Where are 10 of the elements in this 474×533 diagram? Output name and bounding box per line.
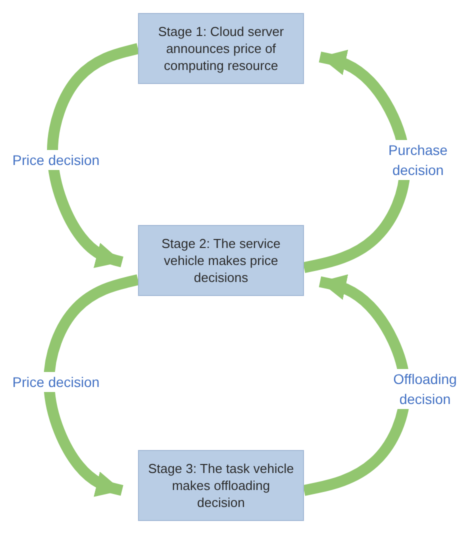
stage-text: Stage 2: The service vehicle makes price decisions: [160, 235, 282, 286]
stage-box: [138, 225, 304, 296]
stage-text: Stage 1: Cloud server announces price of computing resource: [157, 23, 285, 74]
curved-arrow: [302, 274, 410, 496]
stage-text: Stage 3: The task vehicle makes offloading decision: [147, 460, 295, 511]
stage-box: [138, 13, 304, 84]
curved-arrow: [302, 50, 410, 273]
curved-arrow: [44, 274, 140, 497]
curved-arrow: [47, 43, 140, 268]
stage-box: [138, 450, 304, 521]
